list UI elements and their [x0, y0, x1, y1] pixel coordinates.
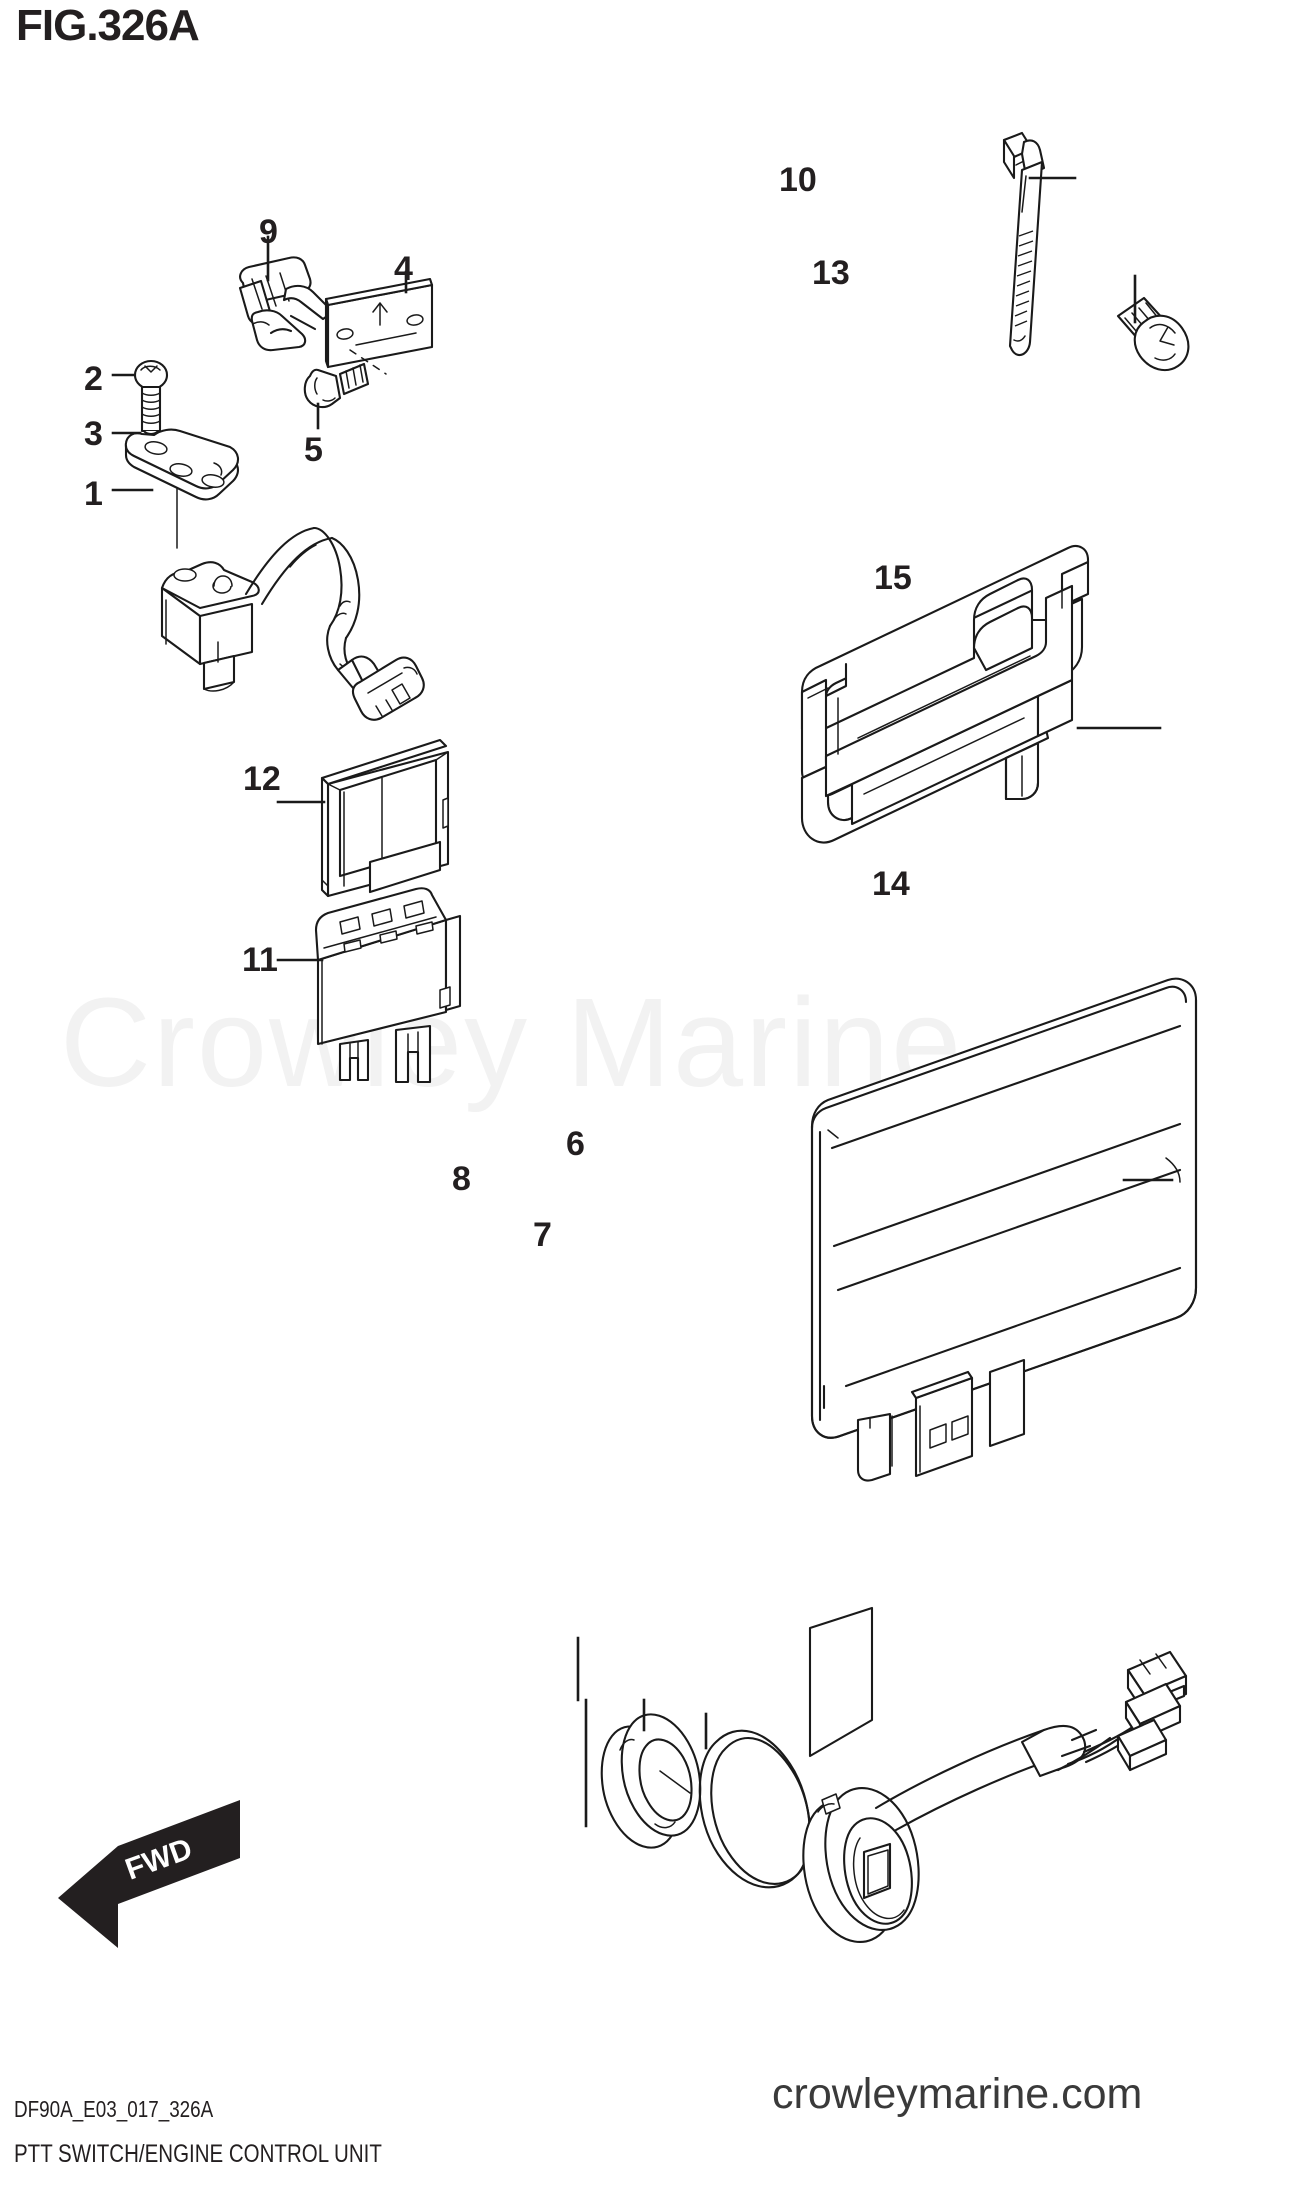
figure-subtitle: PTT SWITCH/ENGINE CONTROL UNIT: [14, 2140, 382, 2168]
part-o-ring: [698, 1712, 812, 1889]
fwd-direction-arrow: FWD: [58, 1800, 240, 1948]
callout-3[interactable]: 3: [84, 415, 103, 453]
callout-14[interactable]: 14: [872, 865, 910, 903]
part-bolt: [1116, 274, 1190, 372]
figure-code: DF90A_E03_017_326A: [14, 2096, 214, 2122]
callout-11[interactable]: 11: [242, 941, 278, 979]
callout-7[interactable]: 7: [533, 1216, 552, 1254]
callout-12[interactable]: 12: [243, 760, 281, 798]
callout-9[interactable]: 9: [259, 213, 278, 251]
callout-2[interactable]: 2: [84, 360, 103, 398]
part-ptt-switch: [111, 487, 425, 721]
part-cable-tie: [1002, 131, 1077, 357]
callout-5[interactable]: 5: [304, 431, 323, 469]
part-relay-cover: [276, 738, 450, 898]
callout-10[interactable]: 10: [779, 161, 817, 199]
fwd-arrow-label: FWD: [121, 1832, 196, 1886]
callout-15[interactable]: 15: [874, 559, 912, 597]
callout-8[interactable]: 8: [452, 1160, 471, 1198]
figure-title: FIG.326A: [16, 1, 200, 50]
part-ring-nut: [600, 1698, 702, 1849]
part-flange-bolt: [303, 362, 370, 430]
callout-1[interactable]: 1: [84, 475, 103, 513]
watermark: Crowley Marine: [60, 972, 964, 1113]
part-screw: [111, 359, 169, 436]
part-wire-clip: [238, 235, 335, 352]
part-receptacle-socket: [576, 1606, 1188, 1943]
part-switch-bracket-plate: [111, 428, 239, 501]
callout-6[interactable]: 6: [566, 1125, 585, 1163]
callout-13[interactable]: 13: [812, 254, 850, 292]
site-url: crowleymarine.com: [772, 2070, 1143, 2118]
part-ecu-stay-bracket: [800, 545, 1162, 844]
callout-4[interactable]: 4: [394, 250, 413, 288]
part-clamp-bracket: [324, 270, 434, 375]
